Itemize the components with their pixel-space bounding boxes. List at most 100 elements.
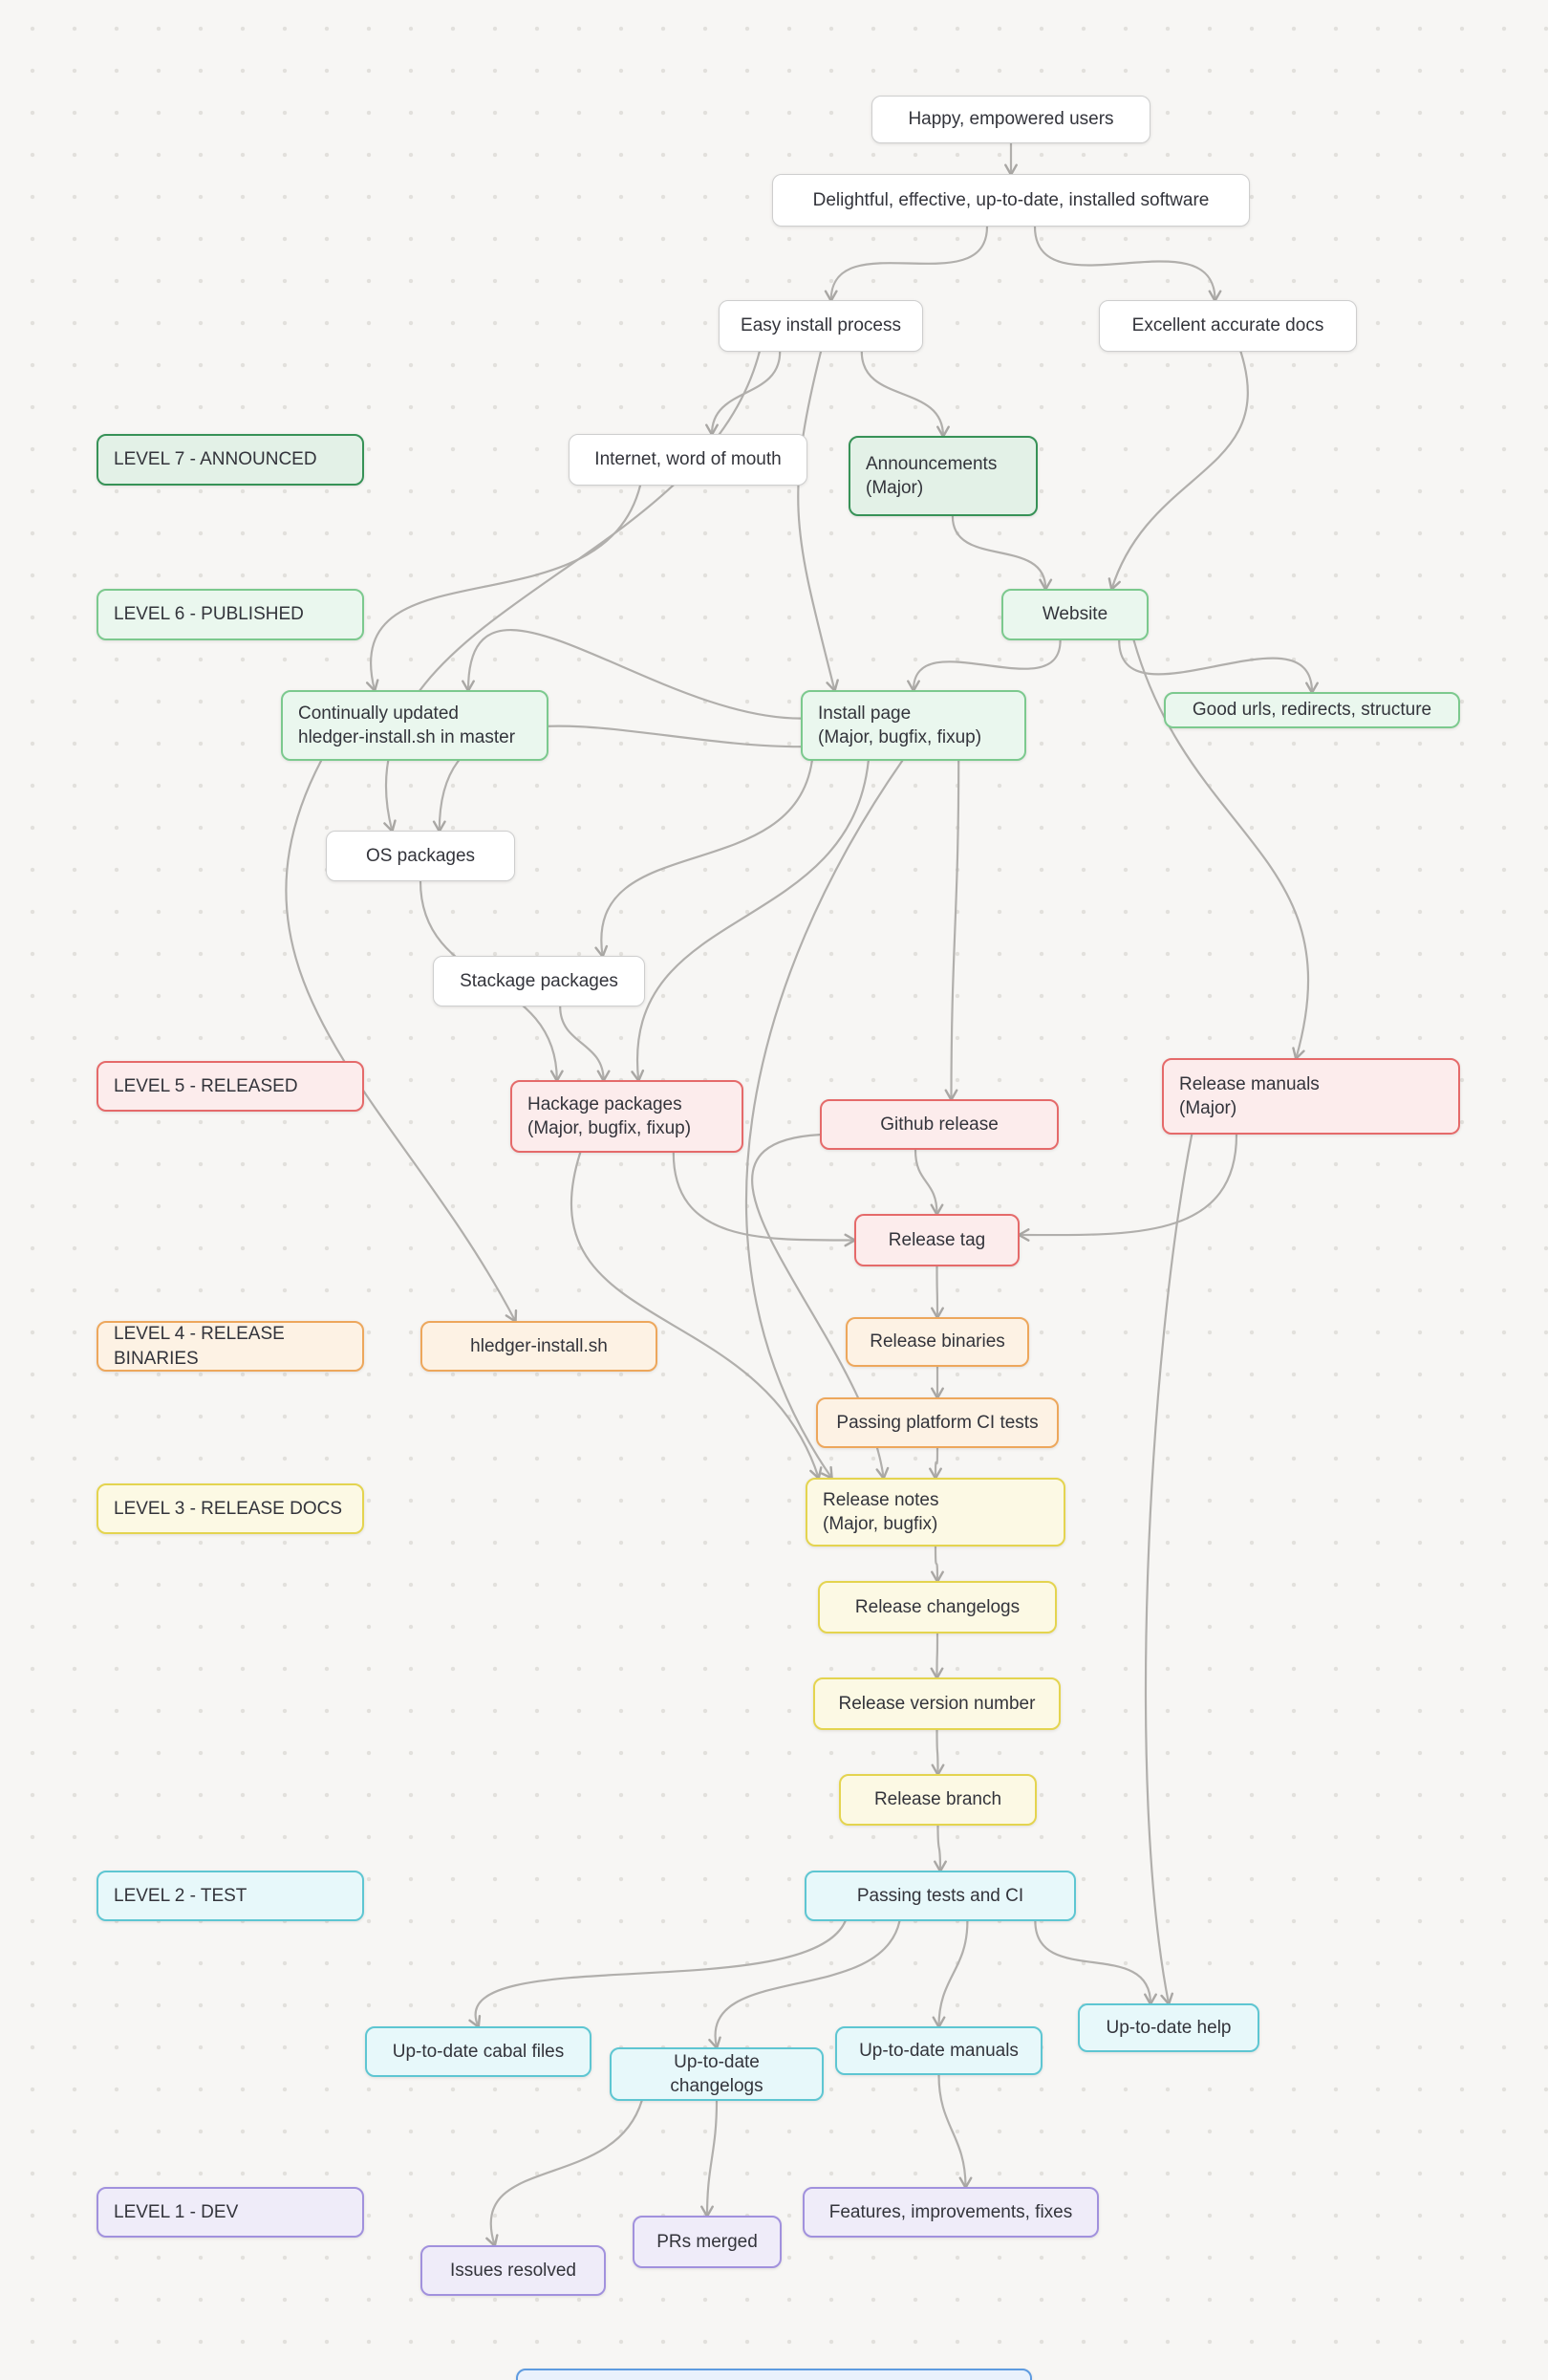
node-hledger_install_sh[interactable]: hledger-install.sh [420, 1321, 657, 1372]
node-release_binaries[interactable]: Release binaries [846, 1317, 1029, 1367]
edge-hackage_packages-release_tag [672, 1151, 856, 1247]
node-cutoff_bottom[interactable] [516, 2369, 1032, 2380]
node-release_tag[interactable]: Release tag [854, 1214, 1020, 1266]
edge-github_release-release_tag [914, 1148, 944, 1216]
node-label: Happy, empowered users [908, 109, 1114, 130]
edge-stackage_packages-hackage_packages [559, 1005, 611, 1082]
edge-passing_tests_ci-utd_changelogs [708, 1919, 901, 2049]
edge-release_manuals-release_tag [1018, 1133, 1238, 1242]
node-release_manuals[interactable]: Release manuals (Major) [1162, 1058, 1460, 1135]
node-label: Release tag [888, 1229, 986, 1250]
node-label: Stackage packages [460, 970, 618, 991]
node-release_changelogs[interactable]: Release changelogs [818, 1581, 1057, 1634]
node-good_urls[interactable]: Good urls, redirects, structure [1164, 692, 1460, 728]
node-label: LEVEL 7 - ANNOUNCED [114, 449, 317, 470]
edge-easy_install-announcements [860, 350, 950, 438]
node-cabal_files[interactable]: Up-to-date cabal files [365, 2026, 591, 2077]
node-utd_manuals[interactable]: Up-to-date manuals [835, 2026, 1043, 2075]
node-label: Internet, word of mouth [594, 449, 782, 470]
edge-install_page-os_packages [432, 725, 803, 833]
edge-release_branch-passing_tests_ci [934, 1824, 947, 1872]
node-github_release[interactable]: Github release [820, 1099, 1059, 1150]
node-label: Release binaries [870, 1331, 1005, 1352]
node-label: Delightful, effective, up-to-date, insta… [812, 189, 1210, 210]
node-label: Release manuals (Major) [1179, 1073, 1320, 1118]
node-label: LEVEL 1 - DEV [114, 2201, 239, 2222]
edge-delightful-excellent_docs [1033, 225, 1222, 302]
node-label: LEVEL 3 - RELEASE DOCS [114, 1498, 343, 1519]
edge-continually_updated-hledger_install_sh [285, 759, 518, 1323]
edge-easy_install-install_page [797, 350, 839, 692]
edge-passing_tests_ci-cabal_files [468, 1919, 847, 2028]
node-lvl7[interactable]: LEVEL 7 - ANNOUNCED [97, 434, 364, 486]
node-label: hledger-install.sh [470, 1335, 608, 1356]
node-label: Announcements (Major) [866, 453, 998, 498]
node-lvl2[interactable]: LEVEL 2 - TEST [97, 1871, 364, 1921]
edge-utd_manuals-features [937, 2073, 973, 2189]
edge-website-good_urls [1118, 638, 1319, 694]
node-label: Up-to-date changelogs [670, 2051, 763, 2096]
node-label: Website [1042, 604, 1108, 625]
node-features[interactable]: Features, improvements, fixes [803, 2187, 1099, 2238]
node-release_version[interactable]: Release version number [813, 1677, 1061, 1730]
node-prs_merged[interactable]: PRs merged [633, 2216, 782, 2268]
edge-hackage_packages-release_notes [570, 1151, 823, 1480]
node-label: Passing platform CI tests [836, 1412, 1039, 1433]
node-release_branch[interactable]: Release branch [839, 1774, 1037, 1826]
node-lvl5[interactable]: LEVEL 5 - RELEASED [97, 1061, 364, 1112]
node-announcements[interactable]: Announcements (Major) [849, 436, 1038, 516]
node-install_page[interactable]: Install page (Major, bugfix, fixup) [801, 690, 1026, 761]
node-label: Up-to-date manuals [859, 2040, 1019, 2061]
node-label: Issues resolved [449, 2260, 576, 2281]
edge-delightful-easy_install [824, 225, 989, 302]
node-label: Excellent accurate docs [1131, 315, 1324, 336]
node-label: Continually updated hledger-install.sh i… [298, 703, 516, 747]
node-easy_install[interactable]: Easy install process [719, 300, 923, 352]
node-os_packages[interactable]: OS packages [326, 831, 515, 881]
node-label: Hackage packages (Major, bugfix, fixup) [527, 1093, 692, 1138]
node-delightful[interactable]: Delightful, effective, up-to-date, insta… [772, 174, 1250, 227]
node-website[interactable]: Website [1001, 589, 1149, 640]
edge-website-release_manuals [1132, 638, 1310, 1060]
node-label: Up-to-date cabal files [392, 2041, 565, 2062]
edge-passing_tests_ci-utd_manuals [932, 1919, 969, 2028]
edge-word_of_mouth-continually_updated [365, 484, 642, 692]
node-release_notes[interactable]: Release notes (Major, bugfix) [806, 1478, 1065, 1547]
edge-passing_tests_ci-utd_help [1034, 1919, 1157, 2005]
edge-install_page-github_release [944, 759, 960, 1101]
node-issues_resolved[interactable]: Issues resolved [420, 2245, 606, 2296]
node-lvl1[interactable]: LEVEL 1 - DEV [97, 2187, 364, 2238]
node-lvl6[interactable]: LEVEL 6 - PUBLISHED [97, 589, 364, 640]
edge-announcements-website [951, 514, 1053, 591]
node-stackage_packages[interactable]: Stackage packages [433, 956, 645, 1006]
node-excellent_docs[interactable]: Excellent accurate docs [1099, 300, 1357, 352]
node-label: LEVEL 6 - PUBLISHED [114, 604, 304, 625]
node-label: Release changelogs [854, 1596, 1021, 1617]
node-label: Release branch [873, 1789, 1002, 1810]
node-label: LEVEL 2 - TEST [114, 1885, 247, 1906]
node-passing_platform_ci[interactable]: Passing platform CI tests [816, 1397, 1059, 1448]
node-continually_updated[interactable]: Continually updated hledger-install.sh i… [281, 690, 548, 761]
edge-easy_install-word_of_mouth [705, 350, 782, 436]
edge-install_page-release_notes [744, 759, 904, 1480]
node-label: LEVEL 4 - RELEASE BINARIES [114, 1324, 285, 1369]
node-hackage_packages[interactable]: Hackage packages (Major, bugfix, fixup) [510, 1080, 743, 1153]
node-lvl3[interactable]: LEVEL 3 - RELEASE DOCS [97, 1483, 364, 1534]
edge-utd_changelogs-prs_merged [700, 2099, 719, 2218]
node-label: Up-to-date help [1106, 2017, 1232, 2038]
node-utd_help[interactable]: Up-to-date help [1078, 2003, 1259, 2052]
edge-excellent_docs-website [1107, 350, 1249, 591]
node-happy[interactable]: Happy, empowered users [871, 96, 1150, 143]
node-passing_tests_ci[interactable]: Passing tests and CI [805, 1871, 1076, 1921]
node-label: Features, improvements, fixes [828, 2201, 1073, 2222]
node-label: Passing tests and CI [856, 1885, 1024, 1906]
edge-release_tag-release_binaries [931, 1265, 944, 1319]
node-label: OS packages [365, 845, 476, 866]
edge-website-install_page [907, 638, 1062, 692]
node-lvl4[interactable]: LEVEL 4 - RELEASE BINARIES [97, 1321, 364, 1372]
node-word_of_mouth[interactable]: Internet, word of mouth [569, 434, 807, 486]
node-utd_changelogs[interactable]: Up-to-date changelogs [610, 2047, 824, 2101]
node-label: PRs merged [656, 2231, 758, 2252]
